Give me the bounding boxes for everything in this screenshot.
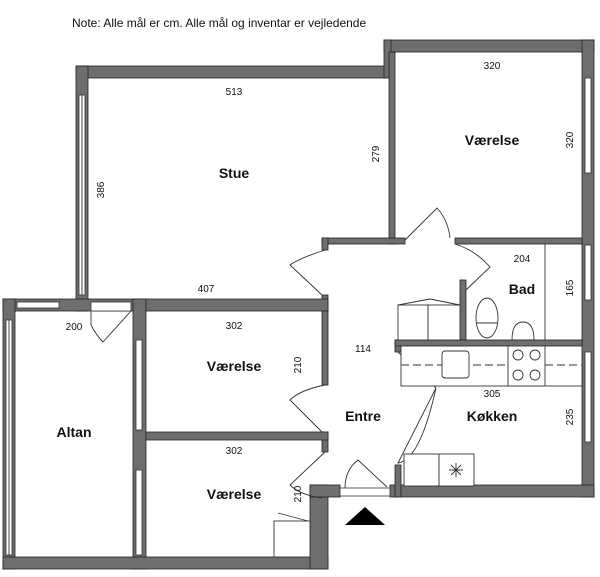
dim-vaerelse-top-depth: 320 (565, 131, 576, 148)
fixtures (273, 244, 583, 558)
toilet-icon (475, 297, 499, 339)
kitchen-sink-icon (441, 350, 470, 379)
sink-icon (511, 321, 535, 341)
dim-bad-width: 204 (514, 254, 531, 265)
room-label-koekken: Køkken (467, 408, 518, 424)
dim-entre-width: 114 (355, 344, 371, 355)
room-label-vaerelse-top: Værelse (465, 132, 520, 148)
dim-vaerelse-bottom-depth: 210 (293, 485, 304, 502)
windows (5, 77, 592, 556)
dim-stue-bottom: 407 (198, 284, 215, 295)
dim-altan-width: 200 (66, 322, 83, 333)
note-text: Note: Alle mål er cm. Alle mål og invent… (72, 16, 366, 30)
room-label-vaerelse-bottom: Værelse (207, 486, 262, 502)
dim-stue-width: 513 (226, 87, 243, 98)
dim-koekken-width: 305 (484, 389, 501, 400)
room-label-altan: Altan (57, 424, 92, 440)
dim-stue-side: 279 (371, 145, 382, 162)
dim-vaerelse-mid-depth: 210 (293, 356, 304, 373)
dim-koekken-depth: 235 (565, 408, 576, 425)
dim-stue-depth: 386 (96, 181, 107, 198)
dim-vaerelse-bottom-width: 302 (226, 446, 243, 457)
room-label-stue: Stue (219, 165, 250, 181)
room-label-vaerelse-mid: Værelse (207, 358, 262, 374)
dim-vaerelse-top-width: 320 (484, 61, 501, 72)
dim-vaerelse-mid-width: 302 (226, 321, 243, 332)
doors (90, 207, 491, 499)
dim-bad-depth: 165 (565, 279, 576, 296)
room-label-bad: Bad (509, 281, 535, 297)
entrance-arrow-icon (345, 507, 385, 525)
room-label-entre: Entre (345, 408, 381, 424)
